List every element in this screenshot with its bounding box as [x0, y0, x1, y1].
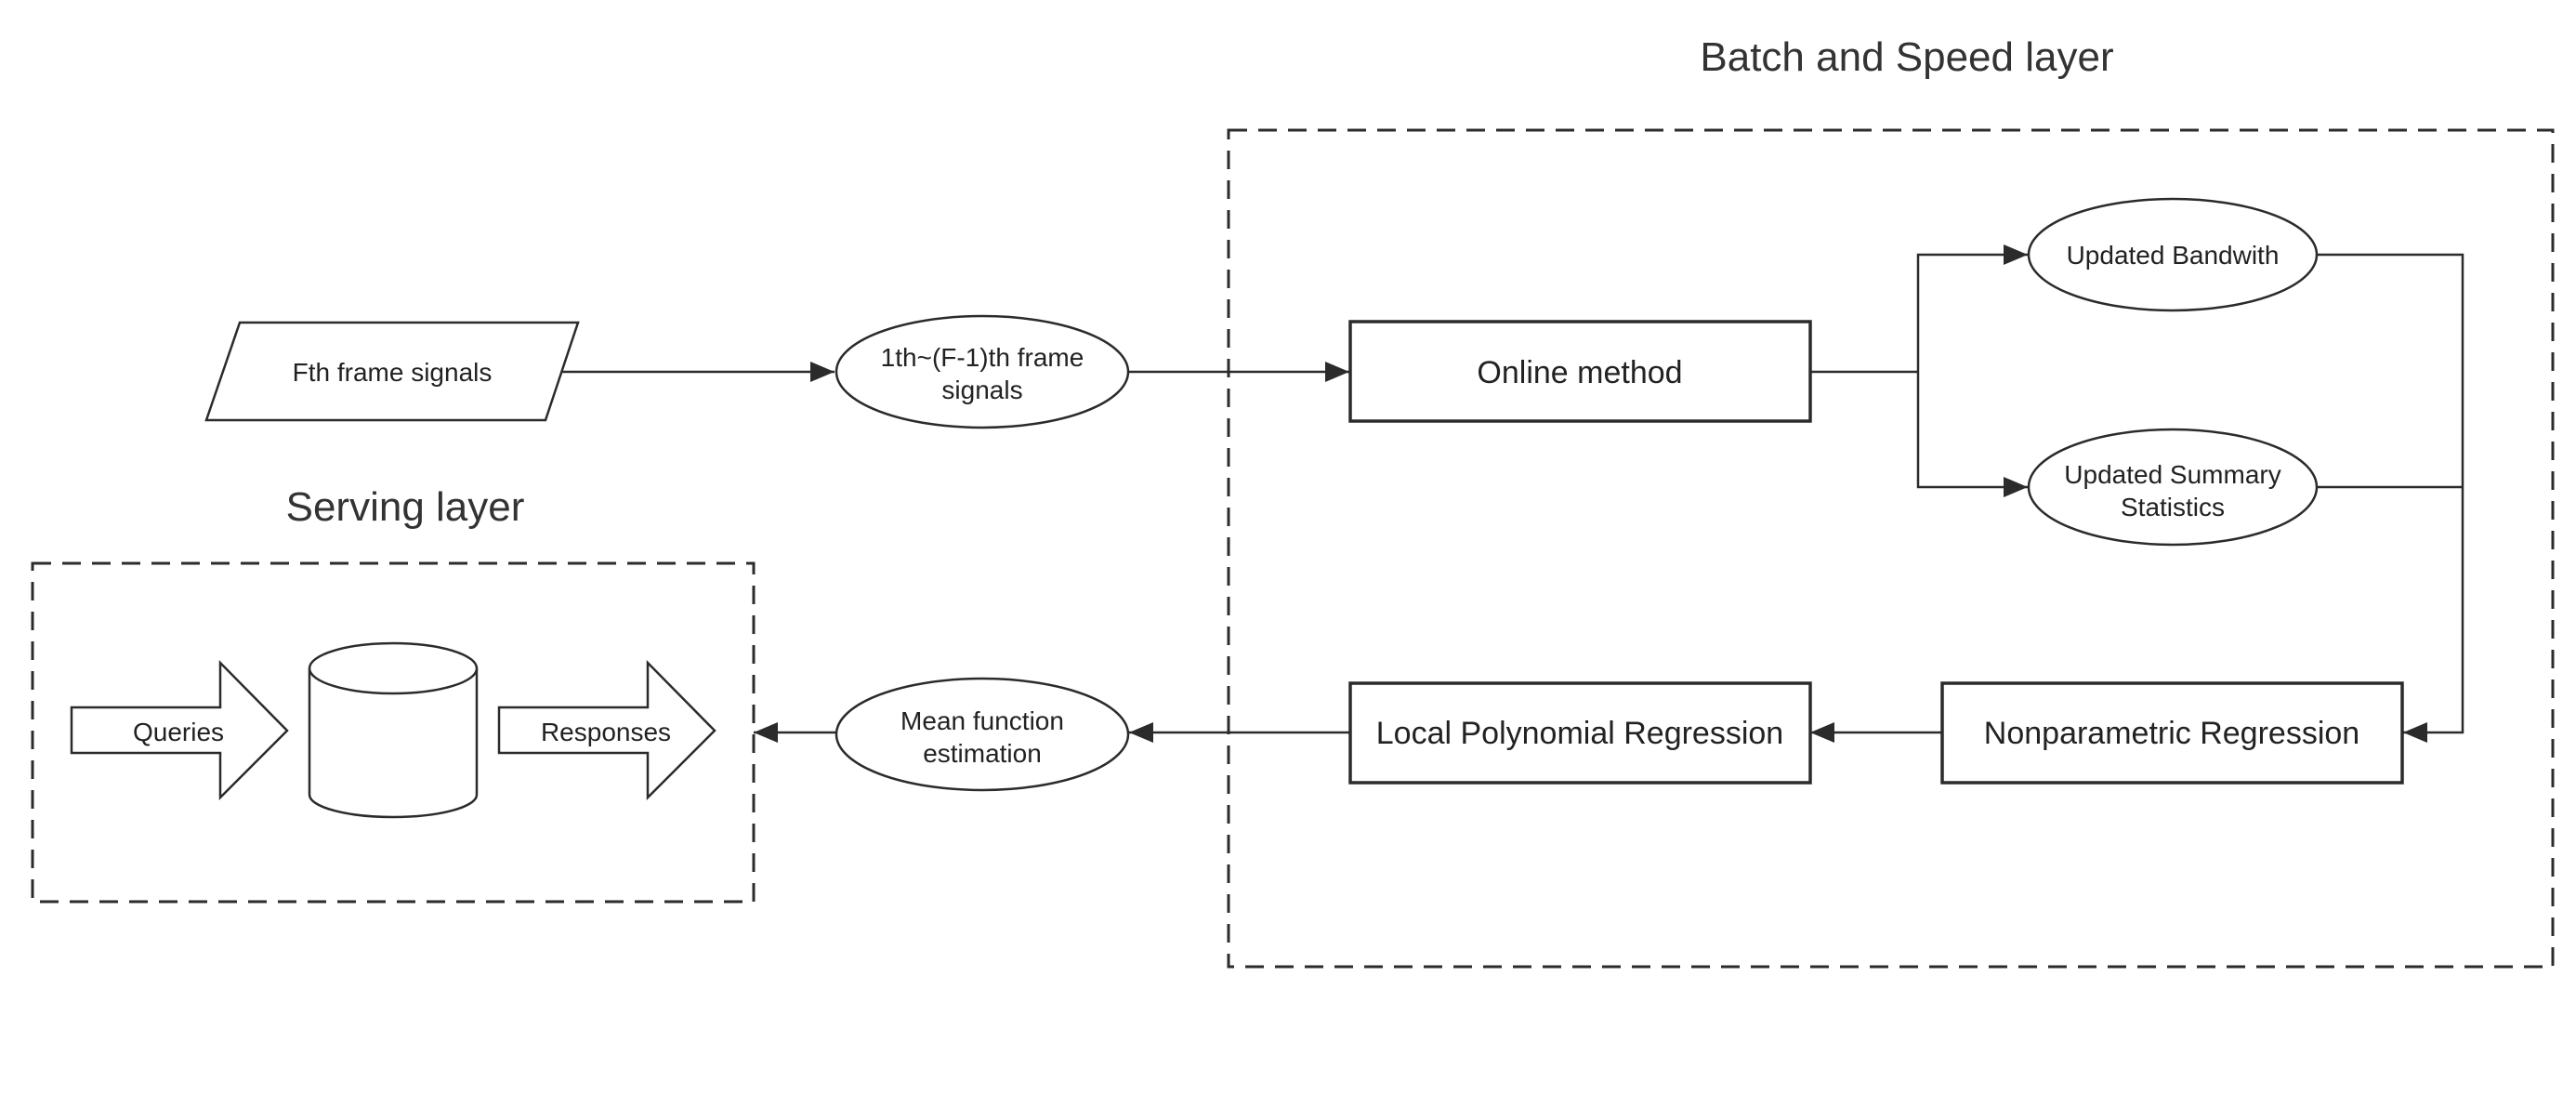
local-polynomial-regression-label: Local Polynomial Regression: [1376, 716, 1783, 751]
prior-frames-node: [835, 314, 1130, 429]
batch-speed-layer-title: Batch and Speed layer: [1700, 34, 2113, 80]
local-polynomial-regression-node: [1348, 681, 1812, 785]
database-icon: [308, 641, 479, 819]
responses-arrow-shape: [497, 659, 716, 801]
updated-summary-node: [2027, 428, 2319, 547]
nonparametric-regression-node: [1940, 681, 2404, 785]
prior-frames-label-line1: 1th~(F-1)th frame: [881, 343, 1084, 372]
mean-function-node: [835, 677, 1130, 792]
fth-frame-signals-node: [204, 321, 580, 422]
serving-layer-title: Serving layer: [286, 484, 525, 530]
nonparametric-regression-label: Nonparametric Regression: [1984, 716, 2359, 751]
updated-bandwidth-label: Updated Bandwith: [2067, 241, 2280, 270]
connector-bandwidth-out: [2316, 253, 2464, 743]
prior-frames-label-line2: signals: [941, 376, 1022, 404]
queries-label: Queries: [133, 718, 224, 746]
online-method-node: [1348, 320, 1812, 423]
updated-summary-label-line1: Updated Summary: [2064, 460, 2280, 489]
connector-to-bandwidth: [1916, 244, 2028, 372]
updated-bandwidth-node: [2027, 197, 2319, 312]
fth-frame-signals-label: Fth frame signals: [293, 358, 493, 387]
serving-layer-box: [31, 561, 756, 904]
responses-label: Responses: [541, 718, 671, 746]
mean-function-label-line1: Mean function: [900, 706, 1064, 735]
queries-arrow-shape: [70, 659, 289, 801]
batch-speed-layer-box: [1227, 128, 2555, 969]
mean-function-label-line2: estimation: [923, 739, 1042, 768]
online-method-label: Online method: [1477, 355, 1682, 390]
connector-to-summary: [1916, 372, 2028, 497]
updated-summary-label-line2: Statistics: [2121, 493, 2225, 521]
